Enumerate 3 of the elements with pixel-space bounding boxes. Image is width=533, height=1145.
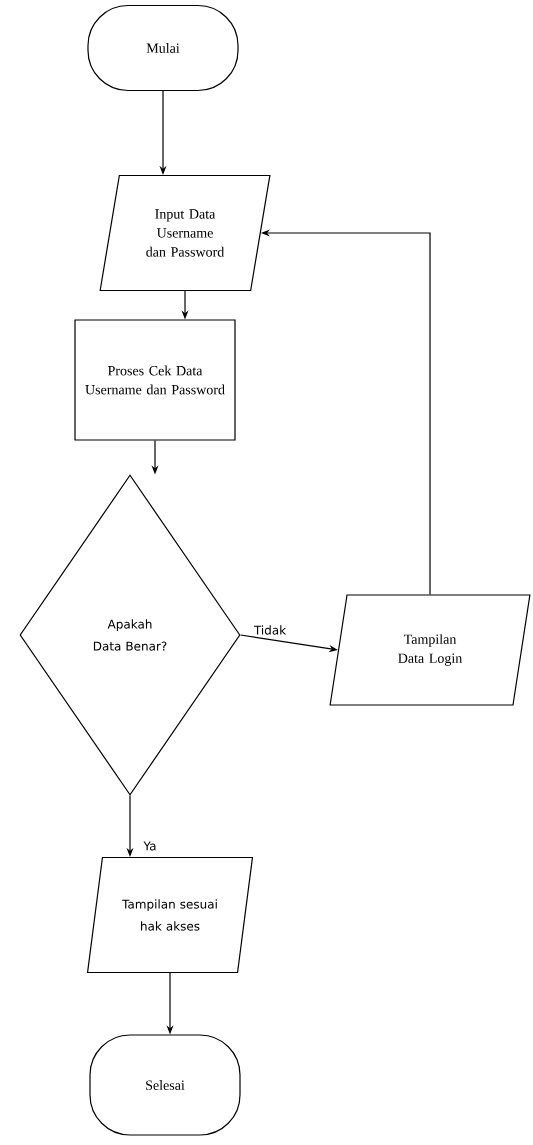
edge-label: Tidak: [252, 624, 288, 636]
process-box: Proses Cek Data Username dan Password: [74, 319, 236, 441]
edge-label: Ya: [142, 840, 158, 852]
